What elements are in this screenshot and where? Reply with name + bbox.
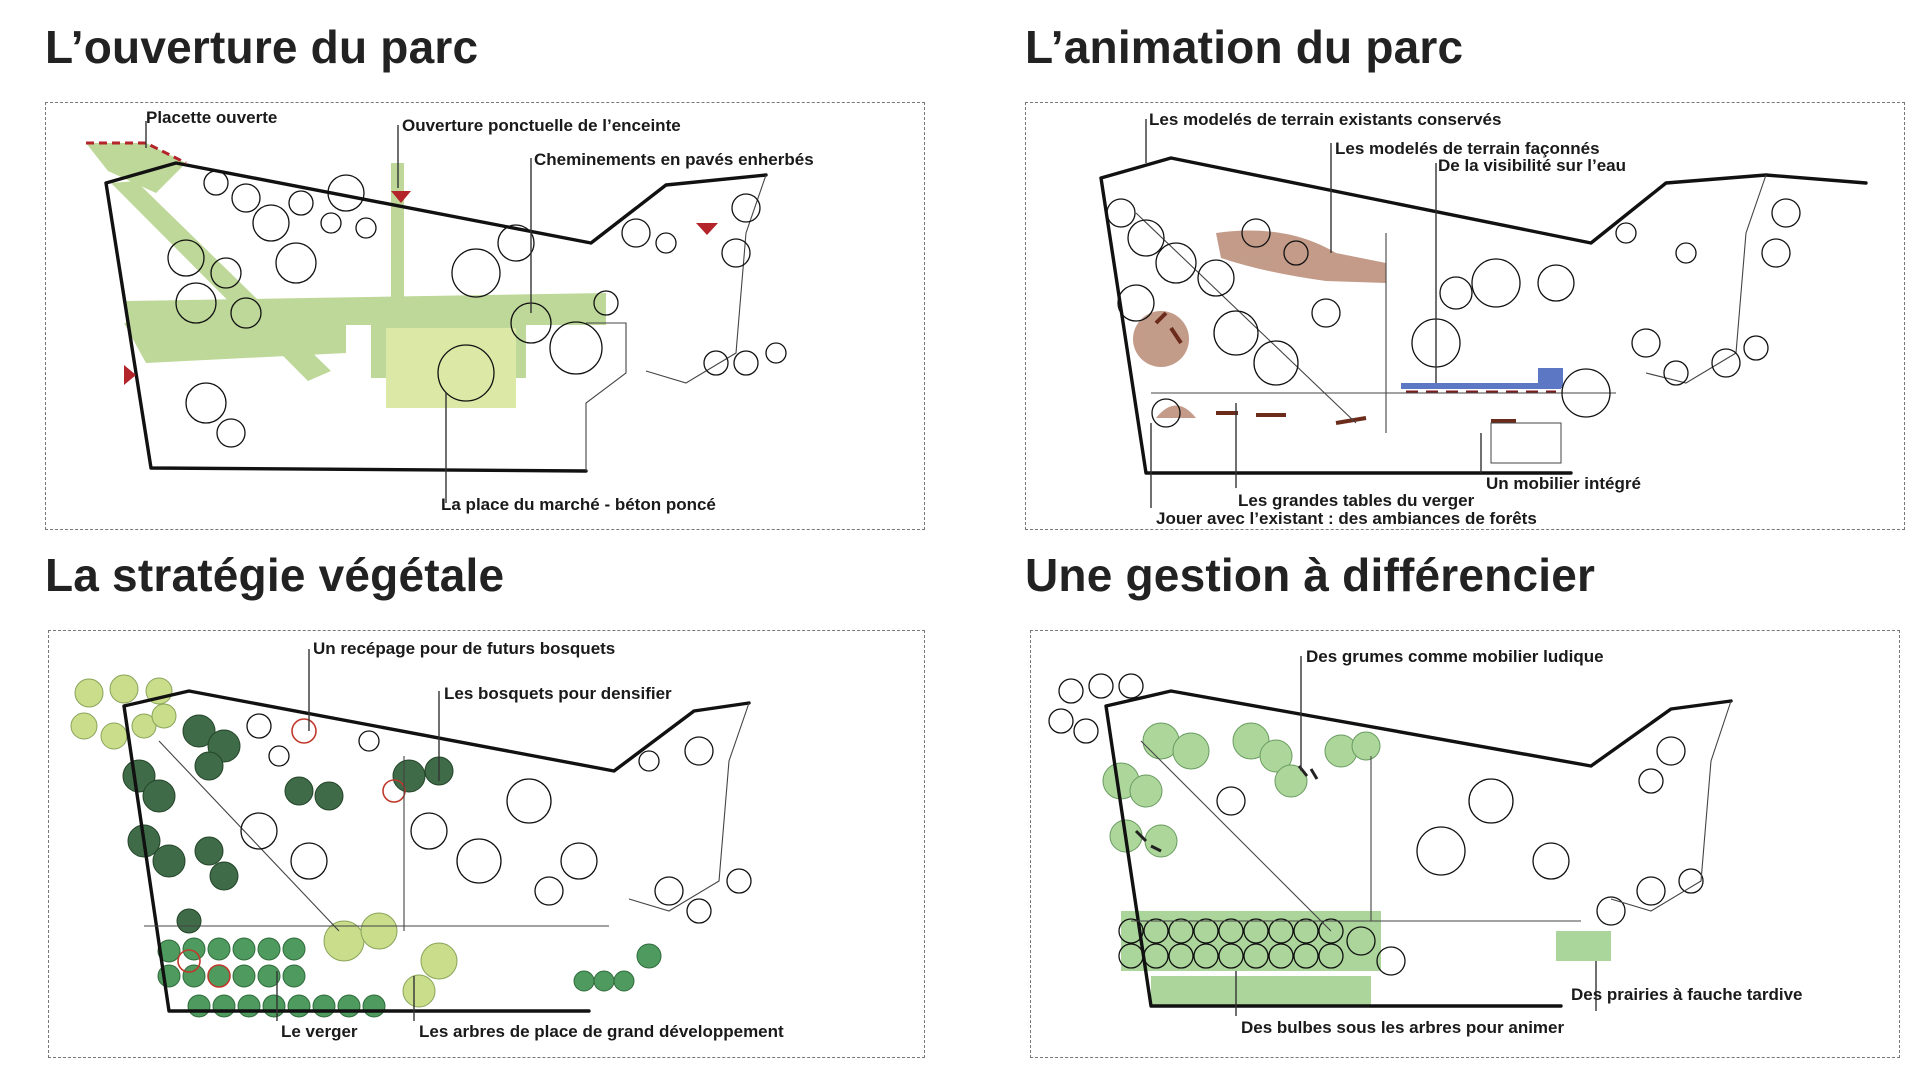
label-ambiances-forets: Jouer avec l’existant : des ambiances de…: [1156, 509, 1537, 528]
title-animation: L’animation du parc: [1025, 21, 1464, 73]
market-square: [386, 328, 516, 408]
title-ouverture: L’ouverture du parc: [45, 21, 479, 73]
panel-animation: Les modelés de terrain existants conserv…: [1025, 102, 1905, 530]
label-modeles-existants: Les modelés de terrain existants conserv…: [1149, 110, 1501, 129]
label-prairies: Des prairies à fauche tardive: [1571, 985, 1803, 1004]
label-visibilite-eau: De la visibilité sur l’eau: [1438, 156, 1626, 175]
panel-gestion: Des grumes comme mobilier ludique Des pr…: [1030, 630, 1900, 1058]
orchard: [157, 937, 662, 1018]
label-placette-ouverte: Placette ouverte: [146, 108, 277, 127]
site-plan-ouverture: Placette ouverte Ouverture ponctuelle de…: [86, 108, 814, 514]
terrain-dashes: [1154, 311, 1516, 425]
managed-groves: [1102, 722, 1381, 858]
existing-trees: [240, 713, 752, 924]
terrain-modeling: [1133, 230, 1386, 418]
opening-markers: [124, 191, 718, 385]
large-trees: [70, 674, 458, 1008]
label-bosquets: Les bosquets pour densifier: [444, 684, 672, 703]
recepage-markers: [177, 718, 406, 988]
title-strategie: La stratégie végétale: [45, 549, 505, 601]
site-plan-gestion: Des grumes comme mobilier ludique Des pr…: [1048, 647, 1803, 1037]
label-recepage: Un recépage pour de futurs bosquets: [313, 639, 615, 658]
label-bulbes: Des bulbes sous les arbres pour animer: [1241, 1018, 1565, 1037]
panel-strategie: Un recépage pour de futurs bosquets Les …: [48, 630, 925, 1058]
enclosure-wall: [1099, 156, 1868, 475]
integrated-furniture: [1490, 422, 1562, 464]
water-visibility: [1401, 368, 1563, 389]
panel-ouverture: Placette ouverte Ouverture ponctuelle de…: [45, 102, 925, 530]
label-ouverture-enceinte: Ouverture ponctuelle de l’enceinte: [402, 116, 681, 135]
label-mobilier-integre: Un mobilier intégré: [1486, 474, 1641, 493]
label-arbres-grand-developpement: Les arbres de place de grand développeme…: [419, 1022, 784, 1041]
existing-trees: [167, 170, 787, 448]
label-grumes: Des grumes comme mobilier ludique: [1306, 647, 1604, 666]
orchard-trees: [1048, 673, 1704, 976]
path-network: [86, 143, 606, 381]
label-grandes-tables: Les grandes tables du verger: [1238, 491, 1475, 510]
enclosure-wall: [1104, 689, 1733, 1008]
existing-trees: [1106, 198, 1801, 428]
enclosure-wall: [122, 689, 751, 1013]
label-modeles-faconnes: Les modelés de terrain façonnés: [1335, 139, 1600, 158]
site-plan-animation: Les modelés de terrain existants conserv…: [1099, 110, 1868, 528]
label-cheminements: Cheminements en pavés enherbés: [534, 150, 814, 169]
enclosure-wall: [104, 161, 768, 473]
label-verger: Le verger: [281, 1022, 358, 1041]
label-place-marche: La place du marché - béton poncé: [441, 495, 716, 514]
title-gestion: Une gestion à différencier: [1025, 549, 1596, 601]
site-plan-strategie: Un recépage pour de futurs bosquets Les …: [70, 639, 784, 1041]
bosquets: [122, 714, 454, 934]
